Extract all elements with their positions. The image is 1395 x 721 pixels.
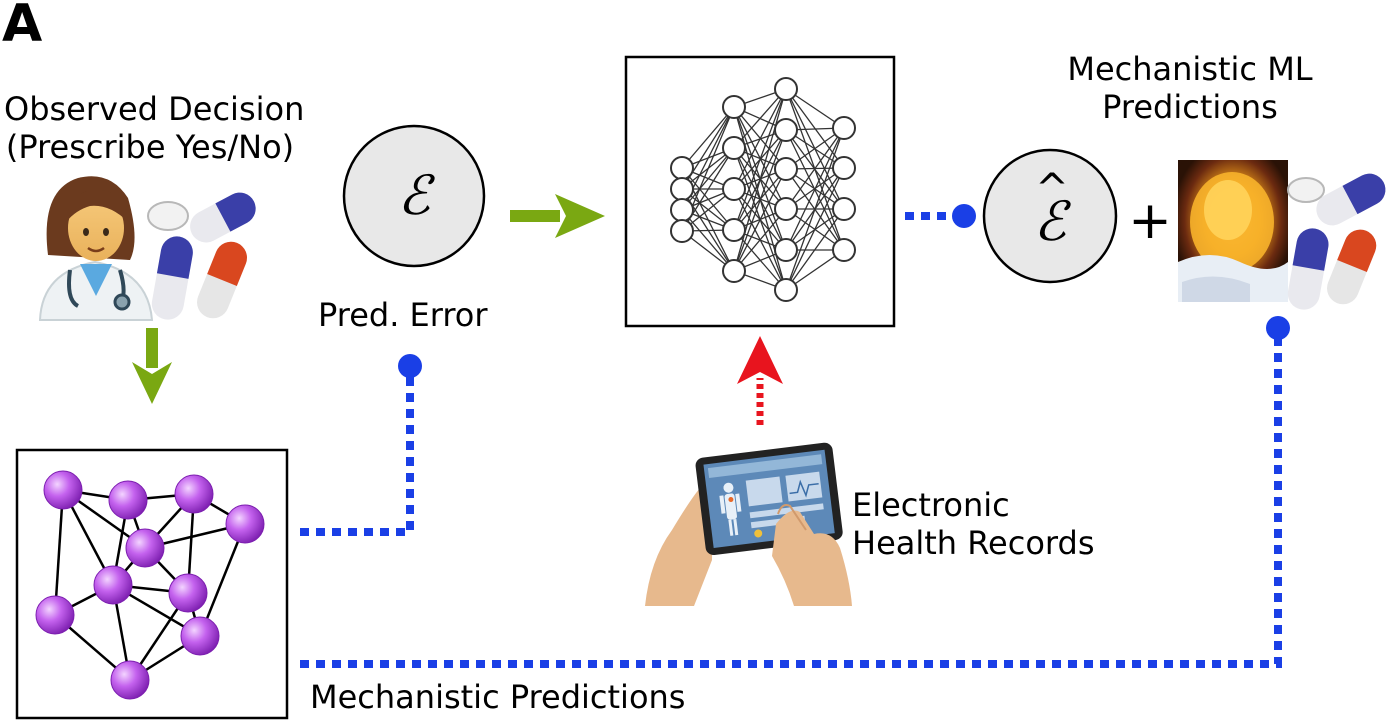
red-arrow-up bbox=[737, 336, 783, 425]
nn-node bbox=[774, 77, 798, 101]
mechanistic-ml-line2: Predictions bbox=[1102, 88, 1278, 127]
epsilon-hat-symbol: ℰ bbox=[1034, 190, 1072, 253]
nn-edge bbox=[681, 209, 735, 272]
nn-node bbox=[670, 156, 694, 180]
mechanistic-ml-line1: Mechanistic ML bbox=[1067, 50, 1313, 88]
nn-node bbox=[774, 157, 798, 181]
green-arrow-right bbox=[510, 194, 605, 238]
nn-node bbox=[774, 197, 798, 221]
ehr-line1: Electronic bbox=[852, 486, 1010, 524]
observed-decision-label: Observed Decision (Prescribe Yes/No) bbox=[4, 90, 305, 167]
pred-error-label: Pred. Error bbox=[318, 296, 488, 334]
nn-node bbox=[670, 177, 694, 201]
doctor-icon bbox=[38, 176, 154, 321]
epsilon-symbol: ℰ bbox=[398, 164, 436, 227]
nn-node bbox=[722, 136, 746, 160]
nn-node bbox=[670, 198, 694, 222]
epsilon-hat-node bbox=[982, 148, 1118, 284]
mechanistic-ml-label: Mechanistic ML Predictions bbox=[1040, 50, 1340, 127]
blue-connector-dot bbox=[1266, 316, 1290, 340]
green-arrow-down bbox=[132, 328, 172, 404]
blue-connector-dot bbox=[952, 204, 976, 228]
nn-node bbox=[832, 156, 856, 180]
nn-node bbox=[722, 177, 746, 201]
mechanistic-network-icon bbox=[15, 448, 289, 720]
nn-edge bbox=[733, 88, 787, 231]
nn-node bbox=[832, 238, 856, 262]
nn-node bbox=[670, 219, 694, 243]
prediction-error-node bbox=[342, 124, 486, 268]
ehr-line2: Health Records bbox=[852, 524, 1095, 563]
nn-edge bbox=[733, 129, 787, 272]
nn-edge bbox=[785, 127, 845, 251]
nn-node bbox=[722, 218, 746, 242]
nn-node bbox=[722, 259, 746, 283]
blue-connector-dot bbox=[398, 354, 422, 378]
nn-edge bbox=[733, 168, 787, 272]
pills-icon bbox=[147, 192, 256, 320]
hat-symbol: ^ bbox=[1035, 166, 1069, 212]
neural-network-icon bbox=[624, 55, 896, 328]
nn-node bbox=[774, 278, 798, 302]
nn-edge bbox=[785, 127, 845, 210]
nn-edge bbox=[733, 88, 787, 272]
nn-node bbox=[722, 95, 746, 119]
nn-node bbox=[774, 238, 798, 262]
blue-dotted-connector-bottom bbox=[300, 332, 1282, 668]
blue-dotted-connector-error bbox=[300, 372, 414, 536]
panel-letter: A bbox=[2, 0, 43, 54]
nn-node bbox=[832, 116, 856, 140]
nn-node bbox=[832, 197, 856, 221]
nn-edge bbox=[681, 106, 735, 169]
nn-edge bbox=[733, 88, 787, 149]
nn-edge bbox=[785, 127, 845, 291]
plus-symbol: + bbox=[1128, 191, 1172, 251]
nn-edge bbox=[733, 88, 787, 190]
nn-edge bbox=[785, 167, 845, 291]
nn-edge bbox=[733, 208, 787, 272]
nn-edge bbox=[681, 147, 735, 211]
ehr-label: Electronic Health Records bbox=[852, 486, 1094, 563]
nn-edge bbox=[785, 208, 845, 291]
flame-pills-icon bbox=[1178, 160, 1386, 310]
observed-decision-line1: Observed Decision bbox=[4, 90, 305, 128]
mechanistic-predictions-label: Mechanistic Predictions bbox=[310, 678, 686, 716]
nn-node bbox=[774, 118, 798, 142]
observed-decision-line2: (Prescribe Yes/No) bbox=[5, 128, 295, 167]
tablet-hands-icon bbox=[645, 442, 852, 606]
